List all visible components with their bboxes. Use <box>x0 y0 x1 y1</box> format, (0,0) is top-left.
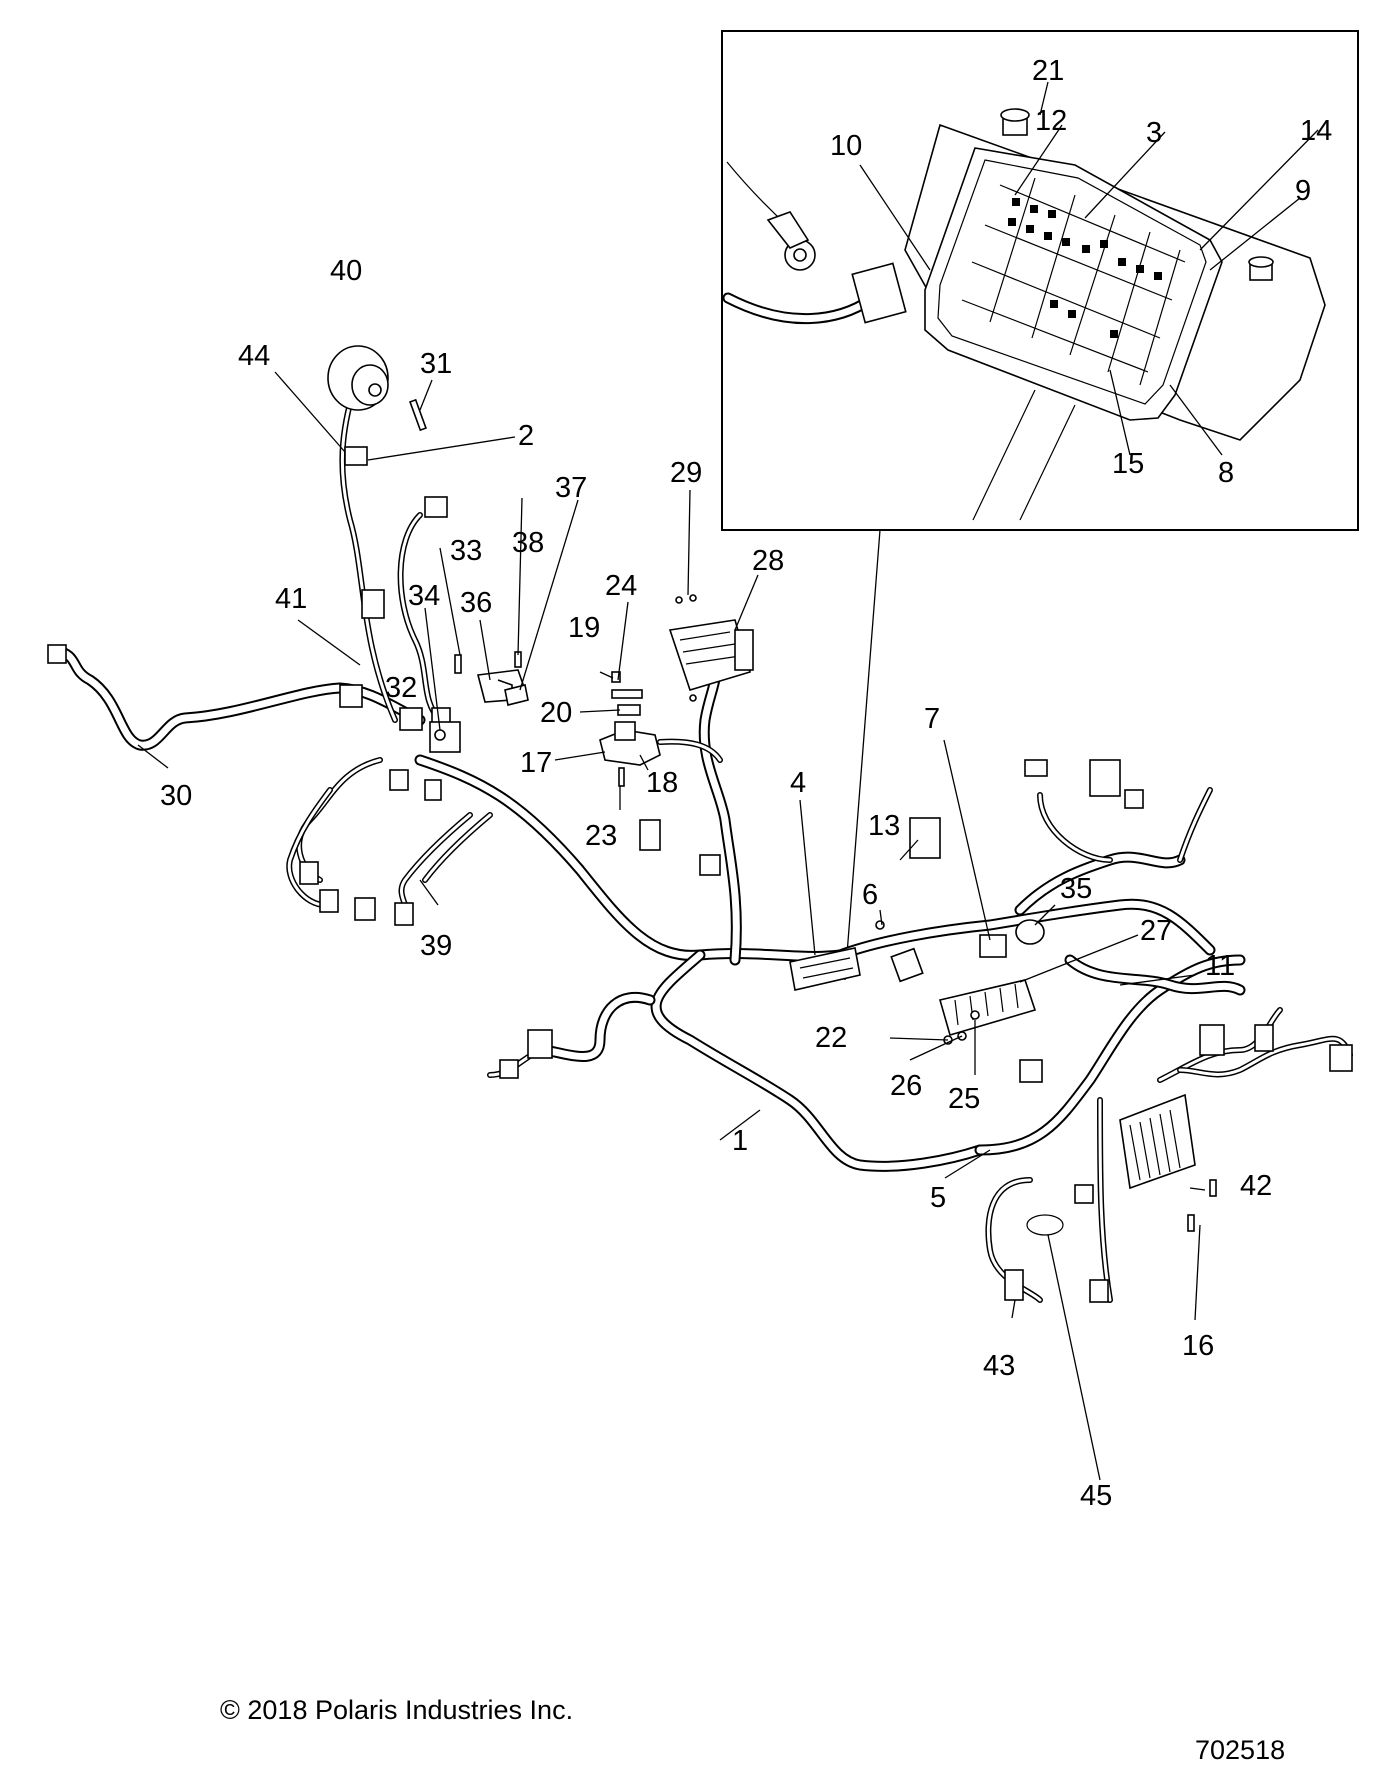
callout-40: 40 <box>330 255 362 287</box>
callout-23: 23 <box>585 820 617 852</box>
fuse-slots <box>1008 198 1162 338</box>
copyright-notice: © 2018 Polaris Industries Inc. <box>220 1695 574 1725</box>
leader-lines <box>137 371 1206 1481</box>
callout-37: 37 <box>555 472 587 504</box>
callout-3: 3 <box>1146 117 1162 149</box>
callout-44: 44 <box>238 340 270 372</box>
callout-9: 9 <box>1295 175 1311 207</box>
callout-38: 38 <box>512 527 544 559</box>
part-43-sensor <box>1004 1269 1024 1301</box>
callout-11: 11 <box>1205 950 1235 982</box>
part-7-connector <box>979 934 1007 958</box>
part-40-sensor <box>327 345 389 411</box>
part-29-fasteners <box>675 594 697 702</box>
callout-39: 39 <box>420 930 452 962</box>
callout-29: 29 <box>670 457 702 489</box>
connectors <box>47 446 1353 1303</box>
callout-4: 4 <box>790 767 806 799</box>
part-6-relay <box>875 920 924 983</box>
callout-32: 32 <box>385 672 417 704</box>
callout-24: 24 <box>605 570 637 602</box>
callout-2: 2 <box>518 420 534 452</box>
callout-30: 30 <box>160 780 192 812</box>
callout-43: 43 <box>983 1350 1015 1382</box>
part-23-screw <box>618 767 625 787</box>
callout-7: 7 <box>924 703 940 735</box>
part-19-24-20 <box>611 671 643 716</box>
callout-22: 22 <box>815 1022 847 1054</box>
part-37-clip <box>504 684 529 706</box>
callout-15: 15 <box>1112 448 1144 480</box>
part-13-connector <box>909 817 941 859</box>
callout-33: 33 <box>450 535 482 567</box>
inset-connector <box>851 262 907 324</box>
fuse-box-rim <box>937 159 1207 405</box>
callout-34: 34 <box>408 580 440 612</box>
callout-21: 21 <box>1032 55 1064 87</box>
callout-26: 26 <box>890 1070 922 1102</box>
inset-leaders <box>859 81 1319 456</box>
callout-45: 45 <box>1080 1480 1112 1512</box>
part-42-regulator <box>1119 1093 1196 1190</box>
part-27-terminal-bank <box>939 979 1037 1036</box>
bolt-21 <box>1000 108 1030 136</box>
callout-8: 8 <box>1218 457 1234 489</box>
callout-5: 5 <box>930 1182 946 1214</box>
part-17-18-bracket <box>599 721 661 766</box>
callout-41: 41 <box>275 583 307 615</box>
callout-numbers: 1 2 3 4 5 6 7 8 9 10 11 12 13 14 15 16 1… <box>160 55 1332 1512</box>
callout-36: 36 <box>460 587 492 619</box>
callout-12: 12 <box>1035 105 1067 137</box>
part-28-ecu <box>668 619 754 691</box>
callout-13: 13 <box>868 810 900 842</box>
inset-pointer-lines <box>972 389 1076 521</box>
part-16-screws <box>1187 1179 1217 1232</box>
callout-10: 10 <box>830 130 862 162</box>
callout-6: 6 <box>862 879 878 911</box>
relay-grid <box>961 177 1186 386</box>
fuse-box-inset <box>721 30 1359 531</box>
callout-20: 20 <box>540 697 572 729</box>
part-4-connector <box>789 947 861 991</box>
part-45-cable-tie <box>1026 1214 1064 1236</box>
callout-18: 18 <box>646 767 678 799</box>
callout-27: 27 <box>1140 915 1172 947</box>
part-31-screw <box>409 398 427 432</box>
drawing-number: 702518 <box>1195 1735 1286 1765</box>
inset-to-part-4-line <box>844 529 881 981</box>
callout-35: 35 <box>1060 873 1092 905</box>
callout-28: 28 <box>752 545 784 577</box>
callout-14: 14 <box>1300 115 1332 147</box>
callout-17: 17 <box>520 747 552 779</box>
callout-42: 42 <box>1240 1170 1272 1202</box>
callout-31: 31 <box>420 348 452 380</box>
callout-25: 25 <box>948 1083 980 1115</box>
callout-1: 1 <box>732 1125 748 1157</box>
callout-16: 16 <box>1182 1330 1214 1362</box>
callout-19: 19 <box>568 612 600 644</box>
bolt-right <box>1248 256 1274 281</box>
part-35-grommet <box>1015 919 1045 945</box>
